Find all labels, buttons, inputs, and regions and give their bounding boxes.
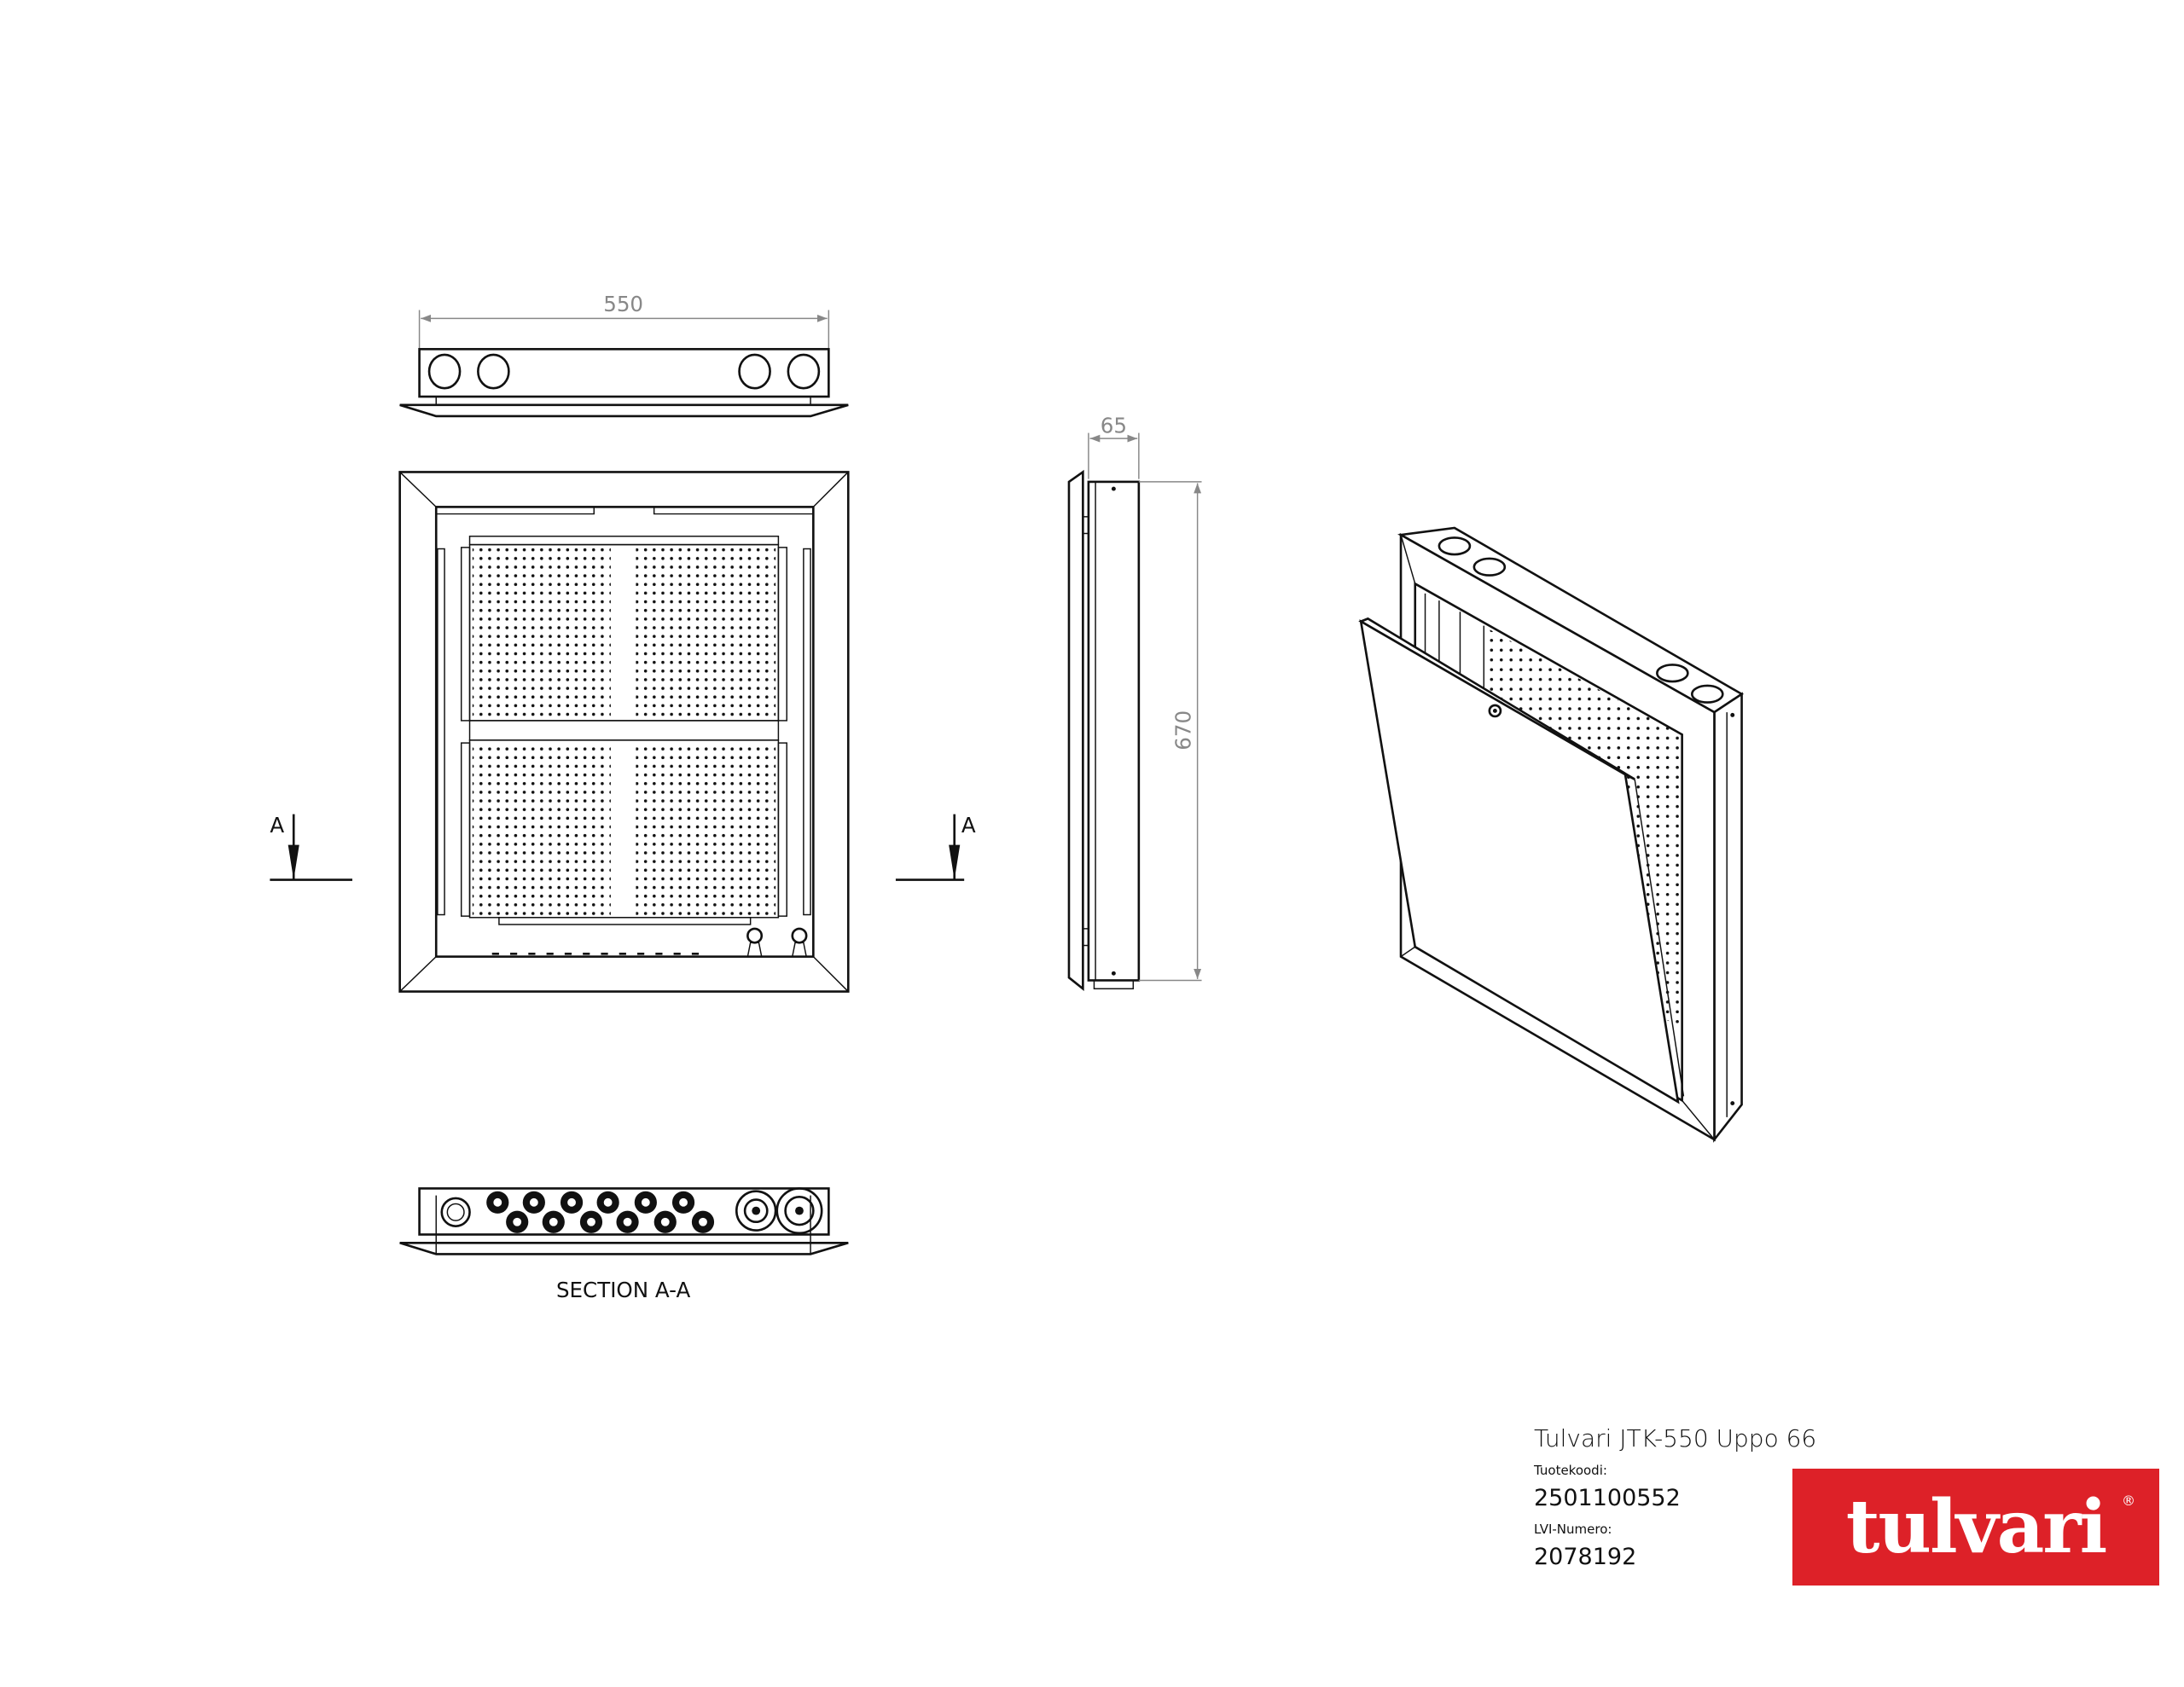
height-dimension-label: 670 — [1170, 710, 1195, 751]
lvi-number-label: LVI-Numero: — [1534, 1522, 1612, 1537]
section-caption: SECTION A-A — [556, 1278, 691, 1302]
title-block: Tulvari JTK-550 Uppo 66 Tuotekoodi: 2501… — [1534, 1424, 1816, 1570]
width-dimension-label: 550 — [603, 292, 643, 316]
top-view: 550 — [399, 292, 849, 418]
logo-text: tulvari — [1845, 1484, 2108, 1570]
depth-dimension-label: 65 — [1101, 414, 1127, 438]
side-view: 65 670 — [1067, 414, 1202, 992]
section-marker-right: A — [895, 813, 976, 881]
isometric-view — [1358, 526, 1745, 1143]
section-view: SECTION A-A — [399, 1187, 849, 1302]
tulvari-logo: tulvari ® — [1792, 1469, 2159, 1586]
product-code-label: Tuotekoodi: — [1534, 1463, 1607, 1478]
section-label-right: A — [961, 813, 976, 838]
lvi-number: 2078192 — [1534, 1544, 1637, 1570]
product-name: Tulvari JTK-550 Uppo 66 — [1534, 1424, 1817, 1452]
section-label-left: A — [270, 813, 284, 838]
section-marker-left: A — [270, 813, 352, 881]
product-code: 2501100552 — [1534, 1485, 1681, 1511]
registered-mark: ® — [2122, 1493, 2135, 1509]
front-view — [398, 471, 850, 993]
